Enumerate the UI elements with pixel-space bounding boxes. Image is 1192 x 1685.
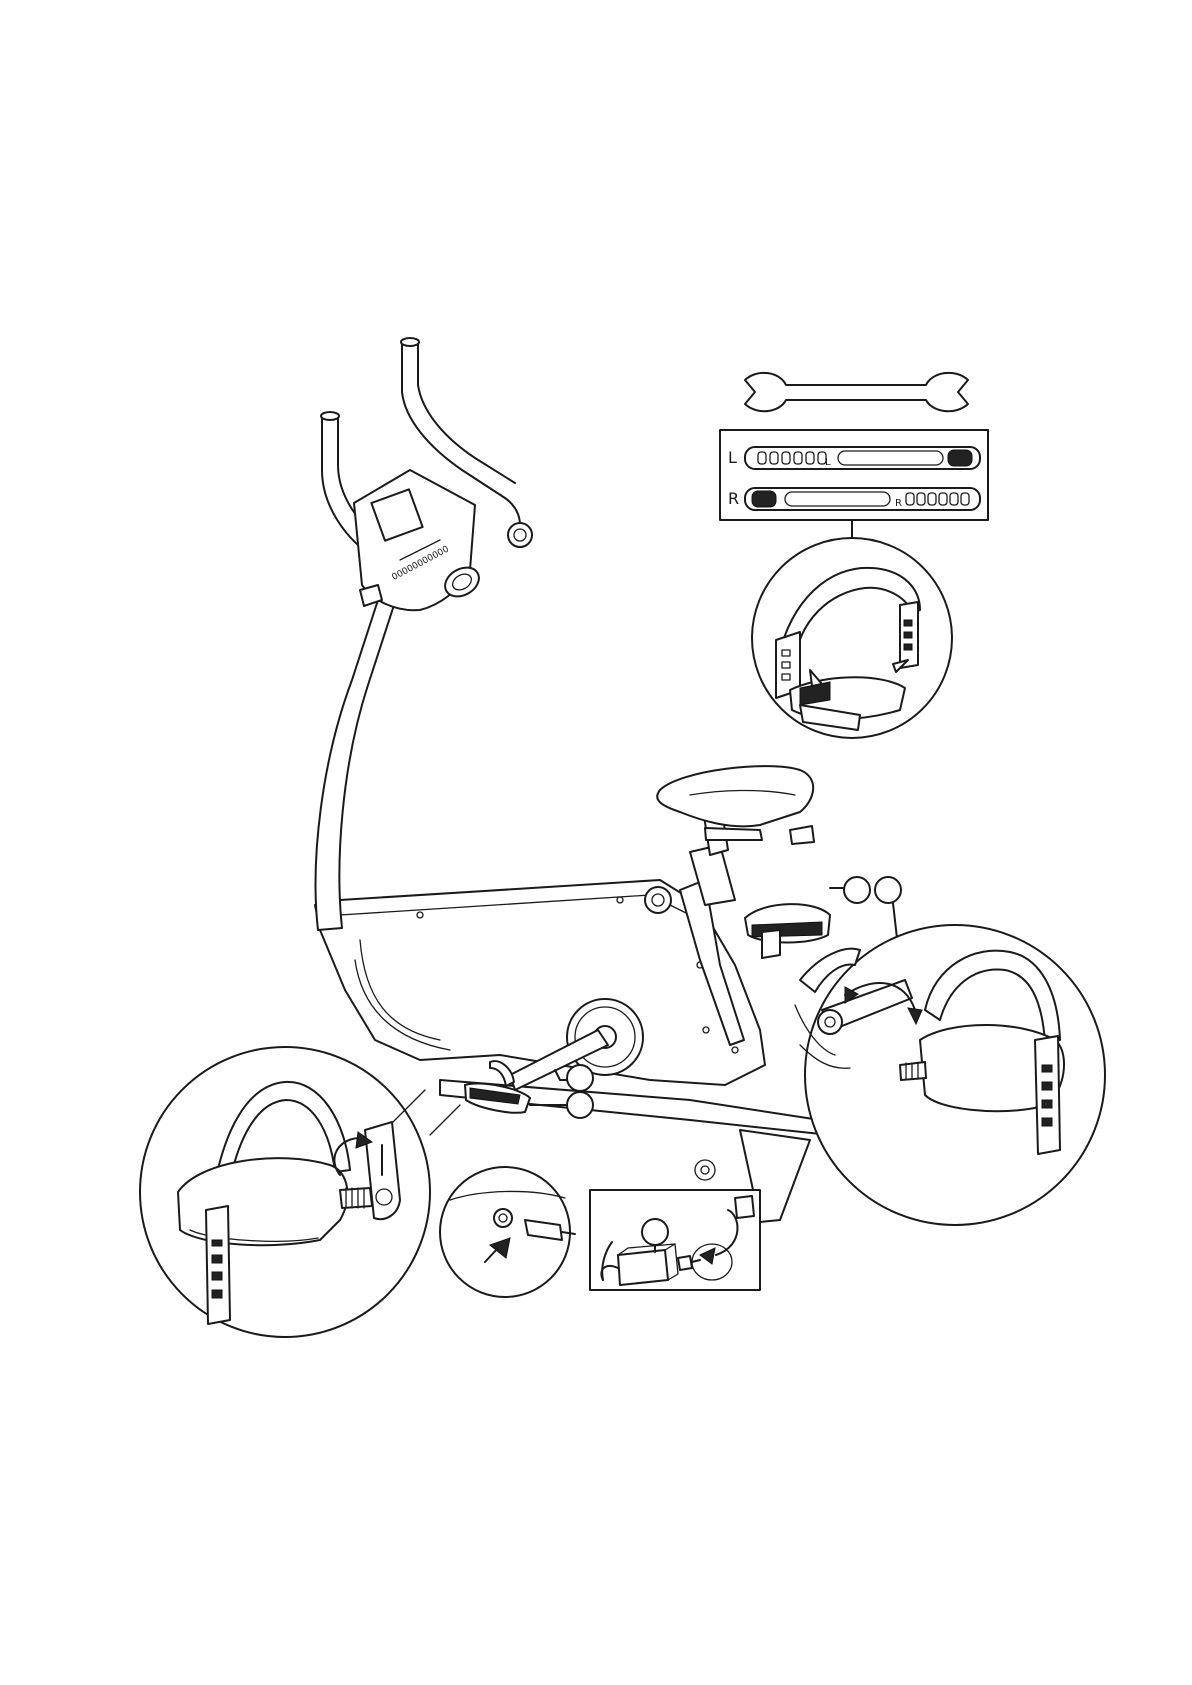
left-strap: L [745, 447, 980, 469]
right-strap: R [745, 488, 980, 510]
right-pedal-detail [795, 925, 1105, 1225]
right-strap-letter: R [895, 498, 902, 509]
power-socket-detail [440, 1167, 575, 1297]
strap-panel: L R L R [720, 430, 988, 538]
strap-panel-left-letter: L [728, 448, 737, 467]
strap-panel-right-letter: R [728, 489, 739, 508]
leader-line [430, 1105, 460, 1135]
callout-circle [875, 877, 901, 903]
handlebar-console: 00000000000 [321, 338, 532, 610]
wrench-tool [745, 373, 968, 411]
power-adapter-box [590, 1190, 760, 1290]
callout-circle [567, 1065, 593, 1091]
left-pedal-detail [140, 1047, 430, 1337]
callout-circle [844, 877, 870, 903]
callout-circle [642, 1219, 668, 1245]
strap-attach-detail [752, 538, 952, 738]
callout-circle [567, 1092, 593, 1118]
